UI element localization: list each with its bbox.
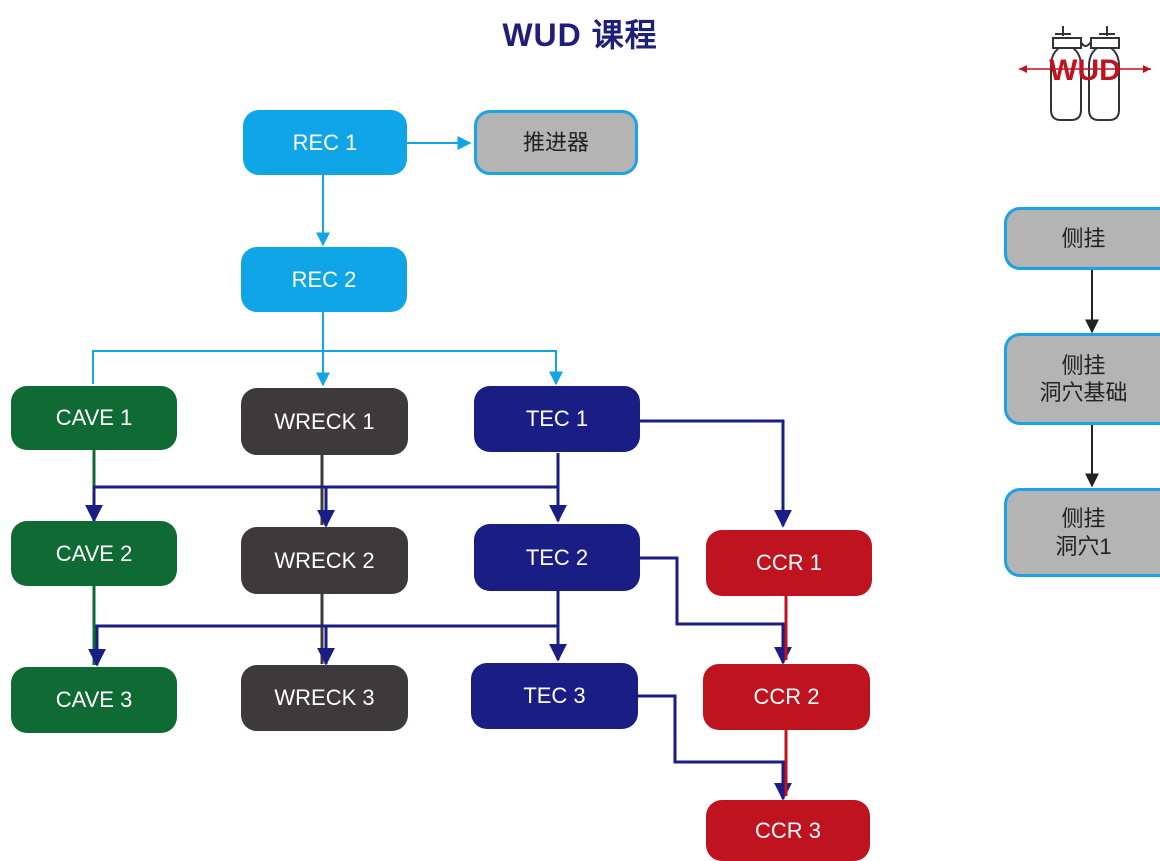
node-ccr-2: CCR 2 bbox=[703, 664, 870, 730]
node-tec-1: TEC 1 bbox=[474, 386, 640, 452]
wud-logo-icon: WUD bbox=[1019, 26, 1151, 121]
node-wreck-2: WRECK 2 bbox=[241, 527, 408, 594]
node-wreck-1: WRECK 1 bbox=[241, 388, 408, 455]
node-tec-3: TEC 3 bbox=[471, 663, 638, 729]
node-sidemount: 侧挂 bbox=[1004, 207, 1160, 270]
node-cave-3: CAVE 3 bbox=[11, 667, 177, 733]
node-rec-2: REC 2 bbox=[241, 247, 407, 312]
node-ccr-1: CCR 1 bbox=[706, 530, 872, 596]
node-cave-2: CAVE 2 bbox=[11, 521, 177, 586]
node-tec-2: TEC 2 bbox=[474, 524, 640, 591]
node-cave-1: CAVE 1 bbox=[11, 386, 177, 450]
node-wreck-3: WRECK 3 bbox=[241, 665, 408, 731]
page-title: WUD 课程 bbox=[502, 17, 658, 53]
node-ccr-3: CCR 3 bbox=[706, 800, 870, 861]
node-rec-1: REC 1 bbox=[243, 110, 407, 175]
svg-text:WUD: WUD bbox=[1049, 54, 1121, 87]
node-sidemount-cave-1: 侧挂 洞穴1 bbox=[1004, 488, 1160, 577]
node-thruster: 推进器 bbox=[474, 110, 638, 175]
node-sidemount-cave-basic: 侧挂 洞穴基础 bbox=[1004, 333, 1160, 425]
